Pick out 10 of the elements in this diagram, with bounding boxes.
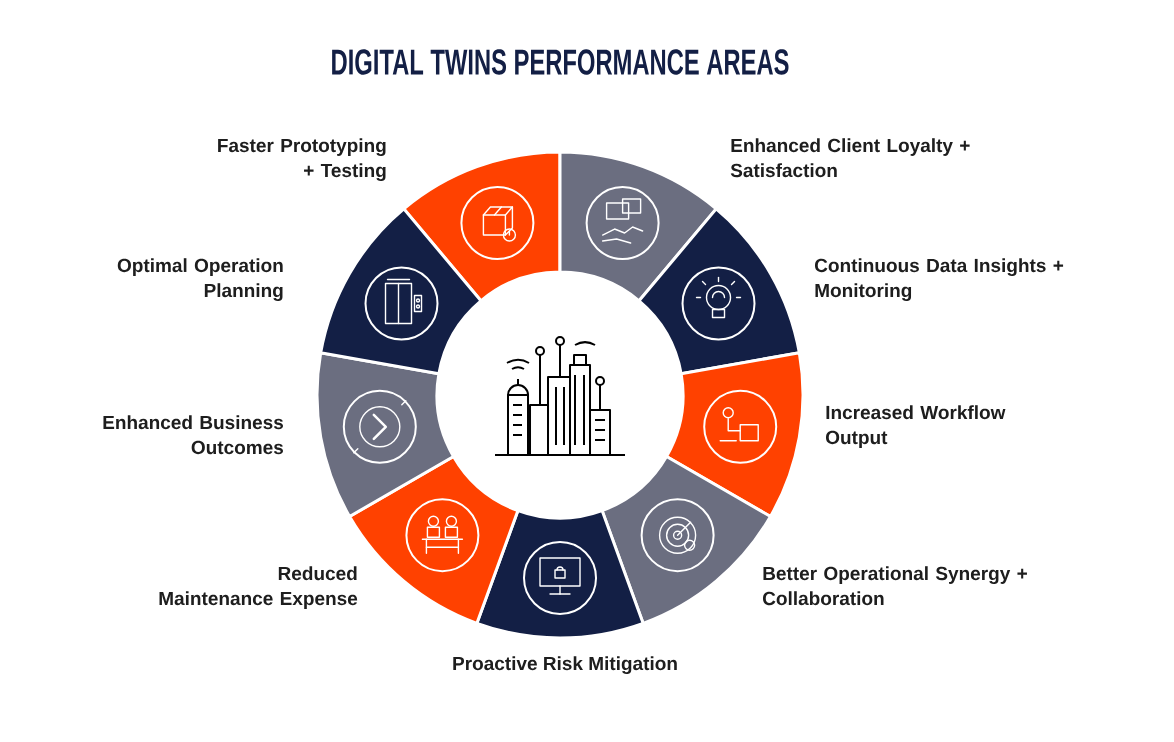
node-label: Optimal Operation Planning <box>117 258 283 301</box>
node-label: Better Operational Synergy + Collaboration <box>763 566 1027 606</box>
node-label: Reduced Maintenance Expense <box>159 566 358 609</box>
node-label: Continuous Data Insights + Monitoring <box>815 258 1064 301</box>
node-label: Enhanced Client Loyalty + Satisfaction <box>730 138 970 178</box>
title: DIGITAL TWINS PERFORMANCE AREAS <box>332 49 789 75</box>
node-label: Proactive Risk Mitigation <box>453 656 677 675</box>
node-label: Increased Workflow Output <box>826 405 1006 448</box>
node-label: Enhanced Business Outcomes <box>103 415 284 455</box>
node-label: Faster Prototyping + Testing <box>218 138 386 181</box>
